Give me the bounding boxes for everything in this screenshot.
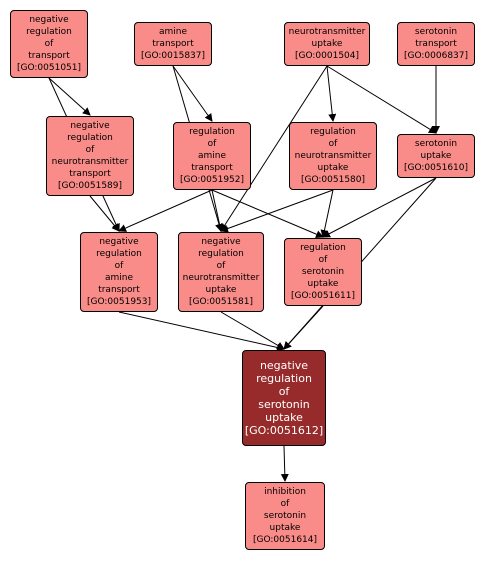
node-negative-regulation-of-transport[interactable]: negative regulation of transport [GO:0051051…: [10, 10, 88, 78]
edge-go0001504-to-go0051580: [326, 65, 337, 122]
node-inhibition-of-serotonin-uptake[interactable]: inhibition of serotonin uptake [GO:0051614]: [245, 482, 325, 550]
node-serotonin-transport[interactable]: serotonin transport [GO:0006837]: [397, 22, 475, 66]
node-label-line: [GO:0051612]: [244, 424, 324, 437]
node-regulation-of-serotonin-uptake[interactable]: regulation of serotonin uptake [GO:0051611]: [284, 238, 362, 306]
edge-go0051610-to-go0051611: [322, 177, 437, 238]
node-label-line: of: [114, 261, 124, 271]
node-label-line: [GO:0051610]: [403, 163, 469, 173]
node-label-line: [GO:0051952]: [179, 175, 245, 185]
edge-go0051952-to-go0051611: [211, 189, 324, 238]
node-neurotransmitter-uptake[interactable]: neurotransmitter uptake [GO:0001504]: [284, 22, 370, 66]
node-label-line: negative: [99, 237, 139, 247]
edge-go0051952-to-go0051581: [211, 189, 224, 232]
node-label-line: of: [207, 139, 217, 149]
node-label-line: serotonin: [258, 398, 310, 411]
node-label-line: negative: [29, 15, 69, 25]
node-label-line: regulation: [26, 27, 72, 37]
node-label-line: uptake: [307, 279, 339, 289]
node-label-line: transport: [152, 39, 194, 49]
node-regulation-of-amine-transport[interactable]: regulation of amine transport [GO:0051952]: [173, 122, 251, 190]
node-label-line: of: [278, 385, 290, 398]
node-label-line: uptake: [420, 151, 452, 161]
node-label-line: [GO:0051614]: [252, 535, 318, 545]
node-label-line: regulation: [96, 249, 142, 259]
node-label-line: inhibition: [264, 487, 306, 497]
node-label-line: [GO:0051953]: [86, 297, 152, 307]
node-label-line: [GO:0051589]: [57, 181, 123, 191]
edge-go0051580-to-go0051581: [220, 189, 334, 233]
node-serotonin-uptake[interactable]: serotonin uptake [GO:0051610]: [397, 134, 475, 178]
node-label-line: [GO:0051611]: [290, 291, 356, 301]
node-label-line: of: [44, 39, 54, 49]
edge-go0051580-to-go0051611: [320, 189, 334, 238]
edge-go0051612-to-go0051614: [280, 445, 289, 482]
node-label-line: negative: [201, 237, 241, 247]
edge-go0001504-to-go0051581: [220, 65, 328, 232]
node-label-line: transport: [415, 39, 457, 49]
node-label-line: regulation: [300, 243, 346, 253]
node-label-line: of: [328, 139, 338, 149]
node-label-line: negative: [70, 121, 110, 131]
node-label-line: uptake: [317, 163, 349, 173]
edge-go0051589-to-go0051953: [89, 195, 120, 232]
node-label-line: amine: [197, 151, 227, 161]
node-label-line: negative: [259, 359, 309, 372]
node-label-line: [GO:0051581]: [188, 297, 254, 307]
node-label-line: [GO:0051051]: [16, 63, 82, 73]
node-label-line: [GO:0015837]: [140, 51, 206, 61]
node-label-line: amine: [104, 273, 134, 283]
node-label-line: serotonin: [301, 267, 345, 277]
node-label-line: amine: [158, 27, 188, 37]
node-label-line: [GO:0006837]: [403, 51, 469, 61]
node-label-line: serotonin: [414, 139, 458, 149]
node-negative-regulation-of-neurotransmitter-uptake[interactable]: negative regulation of neurotransmitter upta…: [178, 232, 264, 312]
node-label-line: uptake: [205, 285, 237, 295]
node-label-line: neurotransmitter: [288, 27, 366, 37]
node-label-line: transport: [69, 169, 111, 179]
node-regulation-of-neurotransmitter-uptake[interactable]: regulation of neurotransmitter uptake [GO:00…: [289, 122, 377, 190]
node-label-line: regulation: [256, 372, 312, 385]
node-label-line: [GO:0051580]: [300, 175, 366, 185]
node-label-line: serotonin: [414, 27, 458, 37]
node-label-line: uptake: [269, 523, 301, 533]
node-negative-regulation-of-neurotransmitter-transport[interactable]: negative regulation of neurotransmitter tran…: [46, 116, 134, 196]
edge-go0051952-to-go0051953: [118, 189, 213, 232]
node-label-line: neurotransmitter: [51, 157, 129, 167]
node-label-line: regulation: [310, 127, 356, 137]
node-label-line: uptake: [311, 39, 343, 49]
node-label-line: of: [85, 145, 95, 155]
edge-go0015837-to-go0051952: [172, 65, 213, 122]
node-label-line: neurotransmitter: [294, 151, 372, 161]
node-label-line: transport: [191, 163, 233, 173]
edge-go0051581-to-go0051612: [220, 311, 285, 350]
node-label-line: uptake: [265, 411, 303, 424]
node-amine-transport[interactable]: amine transport [GO:0015837]: [134, 22, 212, 66]
node-label-line: regulation: [189, 127, 235, 137]
edge-go0051051-to-go0051589: [48, 77, 91, 116]
node-label-line: [GO:0001504]: [294, 51, 360, 61]
node-label-line: of: [216, 261, 226, 271]
node-label-line: of: [318, 255, 328, 265]
node-label-line: transport: [98, 285, 140, 295]
node-label-line: neurotransmitter: [182, 273, 260, 283]
edge-go0001504-to-go0051610: [326, 65, 437, 134]
node-label-line: regulation: [198, 249, 244, 259]
node-label-line: regulation: [67, 133, 113, 143]
node-label-line: serotonin: [263, 511, 307, 521]
node-label-line: of: [280, 499, 290, 509]
node-negative-regulation-of-amine-transport[interactable]: negative regulation of amine transport [GO:00…: [80, 232, 158, 312]
node-label-line: transport: [28, 51, 70, 61]
edge-go0051953-to-go0051612: [118, 311, 285, 352]
